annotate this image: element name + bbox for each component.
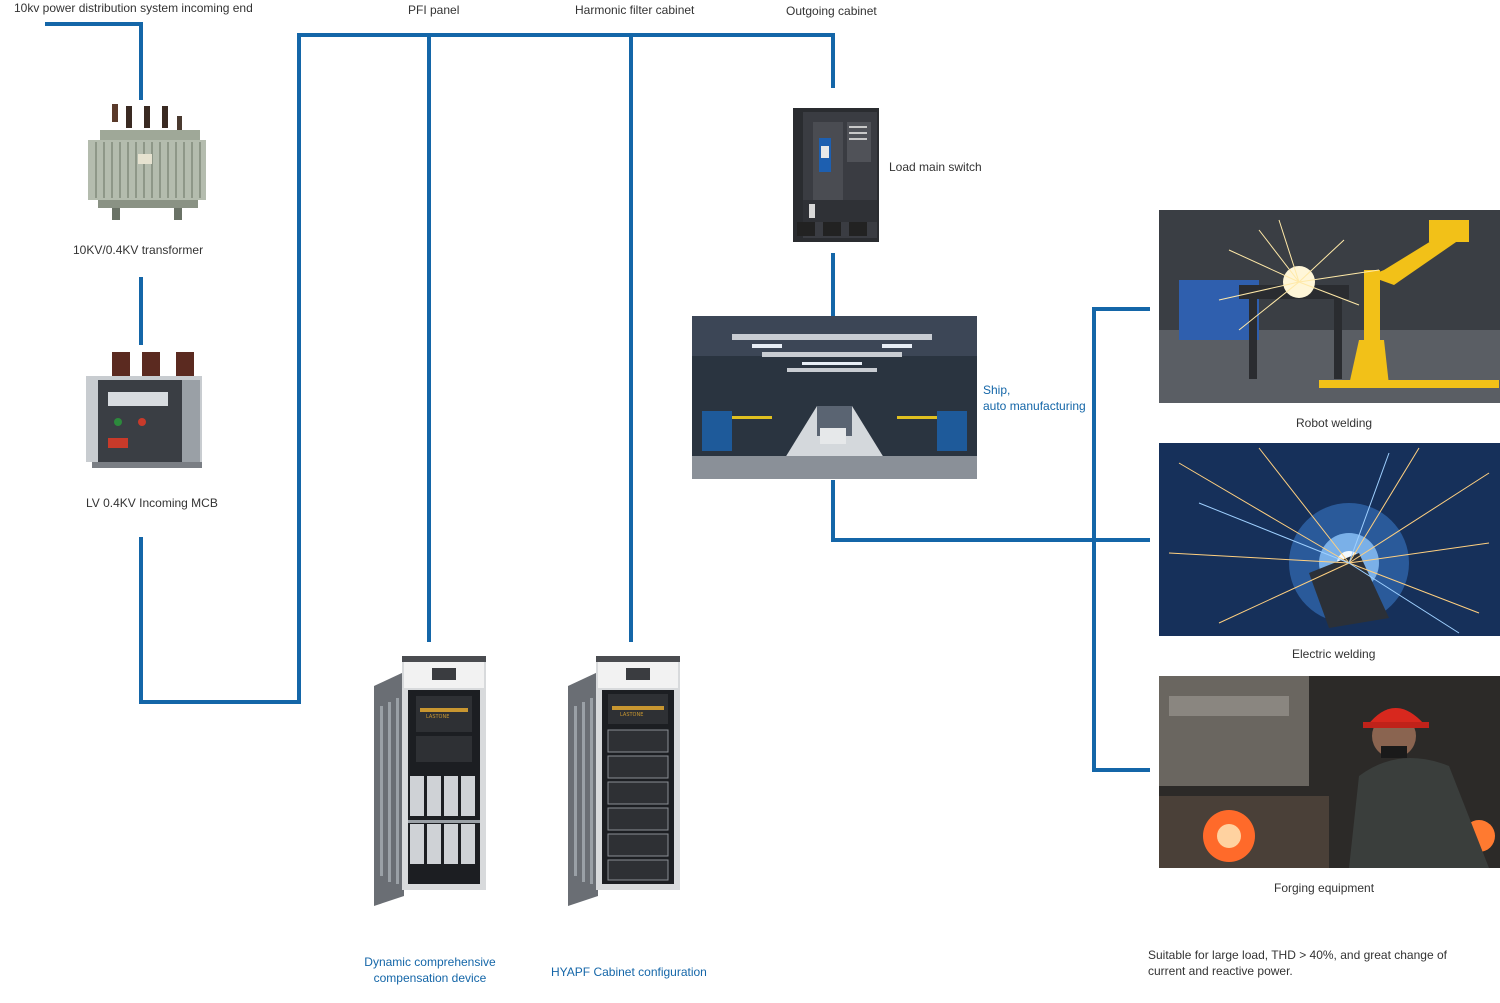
harmonic-filter-label: Harmonic filter cabinet — [575, 3, 695, 17]
incoming-wire — [45, 22, 143, 100]
load-main-switch-image — [789, 108, 881, 242]
transformer-label: 10KV/0.4KV transformer — [73, 243, 204, 257]
main-bus-wire — [139, 33, 835, 704]
forging-equipment-label: Forging equipment — [1274, 881, 1375, 895]
note-line-1: Suitable for large load, THD > 40%, and … — [1148, 948, 1447, 962]
pfi-panel-label: PFI panel — [408, 3, 460, 17]
outgoing-cabinet-label: Outgoing cabinet — [786, 4, 877, 18]
dynamic-compensation-cabinet-image: LASTONE — [374, 656, 488, 906]
incoming-end-label: 10kv power distribution system incoming … — [14, 1, 253, 15]
electric-welding-label: Electric welding — [1292, 647, 1376, 661]
incoming-mcb-image — [82, 350, 206, 472]
ship-label: Ship, — [983, 383, 1011, 397]
dynamic-compensation-label-2: compensation device — [373, 971, 487, 985]
hyapf-label: HYAPF Cabinet configuration — [551, 965, 707, 979]
dynamic-compensation-label-1: Dynamic comprehensive — [364, 955, 496, 969]
transformer-image — [82, 100, 212, 224]
pfi-cabinet-brand: LASTONE — [426, 714, 449, 720]
robot-welding-label: Robot welding — [1296, 416, 1373, 430]
factory-floor-image — [692, 316, 977, 479]
loads-branch-wire — [1092, 307, 1150, 772]
hyapf-cabinet-image: LASTONE — [568, 656, 682, 906]
electric-welding-image — [1159, 443, 1500, 636]
note-line-2: current and reactive power. — [1148, 964, 1293, 978]
auto-manufacturing-label: auto manufacturing — [983, 399, 1086, 413]
forging-equipment-image — [1159, 676, 1500, 868]
incoming-mcb-label: LV 0.4KV Incoming MCB — [86, 496, 218, 510]
plant-to-loads-wire — [831, 480, 1150, 542]
hyapf-cabinet-brand: LASTONE — [620, 712, 643, 718]
load-main-switch-label: Load main switch — [889, 160, 982, 174]
robot-welding-image — [1159, 210, 1500, 403]
